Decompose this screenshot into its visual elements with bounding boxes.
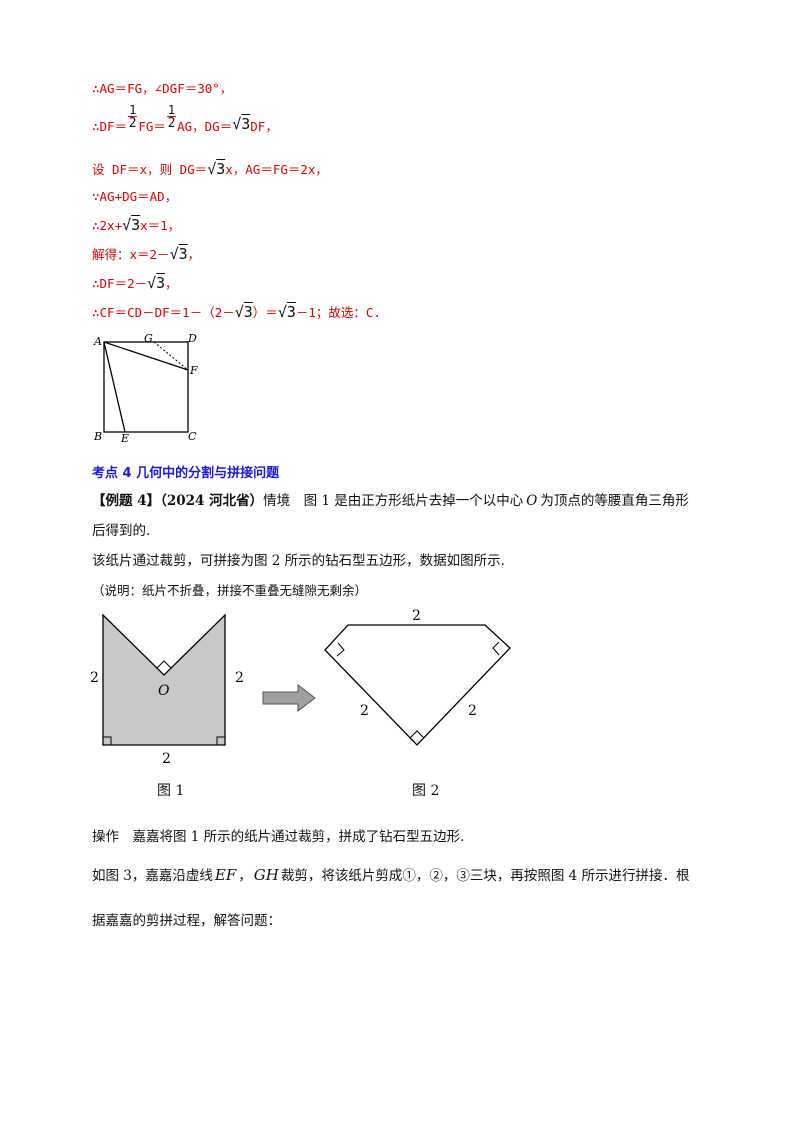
square-figure: A G D F B E C bbox=[93, 332, 198, 445]
label-c: C bbox=[188, 430, 197, 443]
example-note: （说明：纸片不折叠，拼接不重叠无缝隙无剩余） bbox=[92, 583, 368, 598]
sqrt-symbol: √3 bbox=[232, 115, 251, 133]
solution-line-1: ∴AG＝FG，∠DGF＝30°， bbox=[92, 80, 232, 98]
solution-line-6: 解得：x＝2－√3， bbox=[92, 245, 201, 263]
fig2-side-top: 2 bbox=[412, 608, 421, 624]
var-ef: EF bbox=[214, 866, 237, 884]
fig2-side-left: 2 bbox=[360, 703, 369, 719]
right-angle-mark-o bbox=[156, 660, 172, 669]
example-source: （2024 河北省） bbox=[160, 493, 264, 509]
section-title: 考点 4 几何中的分割与拼接问题 bbox=[92, 466, 280, 481]
solution-text: AG，DG＝ bbox=[177, 119, 233, 134]
sqrt-symbol: √3 bbox=[169, 245, 188, 263]
square-outline bbox=[103, 341, 189, 433]
figures-1-2: O 2 2 2 2 2 2 bbox=[90, 608, 511, 767]
figure-2-shape bbox=[324, 624, 511, 746]
fig2-side-right: 2 bbox=[468, 703, 477, 719]
figure-2-caption: 图 2 bbox=[412, 783, 440, 799]
solution-line-7: ∴DF＝2－√3， bbox=[92, 274, 178, 292]
segment-gf-dashed bbox=[153, 341, 189, 371]
right-angle-mark-br bbox=[216, 736, 225, 745]
arrow-icon bbox=[262, 683, 316, 713]
example-line-2: 后得到的. bbox=[92, 523, 151, 539]
fig1-side-left: 2 bbox=[90, 670, 99, 686]
sqrt-symbol: √3 bbox=[234, 303, 253, 321]
operation-line-1: 操作 嘉嘉将图 1 所示的纸片通过裁剪，拼成了钻石型五边形. bbox=[92, 829, 465, 845]
example-line-3: 该纸片通过裁剪，可拼接为图 2 所示的钻石型五边形，数据如图所示. bbox=[92, 553, 505, 569]
fig1-side-bottom: 2 bbox=[162, 751, 171, 767]
label-o: O bbox=[158, 683, 170, 699]
solution-line-4: ∵AG+DG＝AD， bbox=[92, 189, 178, 204]
right-angle-mark-left bbox=[336, 642, 345, 657]
solution-line-5: ∴2x+√3x＝1， bbox=[92, 216, 181, 234]
figure-1-caption: 图 1 bbox=[157, 783, 185, 799]
label-d: D bbox=[187, 332, 197, 345]
figure-1-shape bbox=[102, 613, 226, 746]
right-angle-mark-bottom bbox=[409, 730, 425, 739]
fig1-side-right: 2 bbox=[235, 670, 244, 686]
sqrt-symbol: √3 bbox=[207, 160, 226, 178]
right-angle-mark-right bbox=[492, 641, 500, 656]
segment-af bbox=[103, 341, 189, 371]
figure-1: O 2 2 2 bbox=[90, 613, 244, 767]
label-b: B bbox=[93, 430, 102, 443]
solution-text: ∴DF＝ bbox=[92, 119, 128, 134]
figure-2: 2 2 2 bbox=[324, 608, 511, 746]
example-tag: 【例题 4】 bbox=[92, 493, 161, 509]
right-angle-mark-bl bbox=[103, 736, 112, 745]
var-gh: GH bbox=[253, 866, 279, 884]
operation-line-3: 据嘉嘉的剪拼过程，解答问题： bbox=[92, 913, 281, 929]
solution-line-3: 设 DF＝x，则 DG＝√3x，AG＝FG＝2x， bbox=[92, 160, 328, 178]
sqrt-symbol: √3 bbox=[122, 216, 141, 234]
label-a: A bbox=[93, 335, 102, 348]
solution-text: ∴AG＝FG，∠DGF＝30°， bbox=[92, 81, 233, 96]
label-f: F bbox=[189, 364, 198, 377]
label-g: G bbox=[144, 332, 153, 345]
label-e: E bbox=[120, 432, 129, 445]
segment-ae bbox=[103, 341, 126, 433]
solution-text: DF， bbox=[250, 119, 278, 134]
solution-line-8: ∴CF＝CD－DF＝1－（2－√3）＝√3－1；故选：C. bbox=[92, 303, 381, 321]
solution-text: FG＝ bbox=[138, 119, 166, 134]
sqrt-symbol: √3 bbox=[147, 274, 166, 292]
sqrt-symbol: √3 bbox=[277, 303, 296, 321]
